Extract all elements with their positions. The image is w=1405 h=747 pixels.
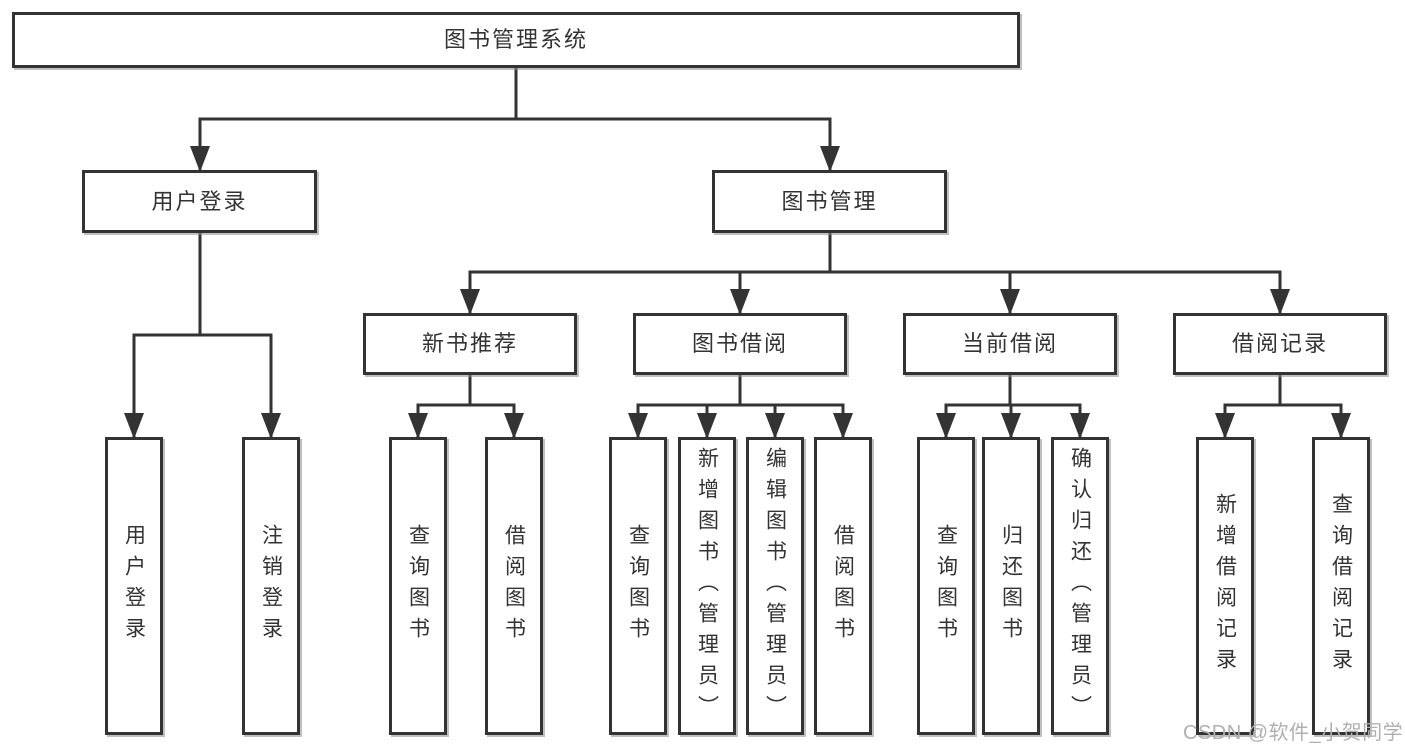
arrowheads xyxy=(124,146,1351,439)
branch-node-book-management: 图书管理 xyxy=(712,170,947,233)
leaf-node-borrow-add-books-admin: 新增图书（管理员） xyxy=(678,437,736,735)
leaf-node-record-query-borrow-record: 查询借阅记录 xyxy=(1312,437,1370,735)
leaf-node-current-return-books-label: 归还图书 xyxy=(999,524,1023,648)
module-node-book-borrow: 图书借阅 xyxy=(633,313,847,375)
leaf-node-record-query-borrow-record-label: 查询借阅记录 xyxy=(1329,493,1353,679)
branch-node-user-login-label: 用户登录 xyxy=(151,188,248,214)
leaf-node-newbook-borrow-books-label: 借阅图书 xyxy=(502,524,526,648)
leaf-node-borrow-edit-books-admin-label: 编辑图书（管理员） xyxy=(763,446,787,726)
leaf-node-current-return-books: 归还图书 xyxy=(982,437,1040,735)
root-node-label: 图书管理系统 xyxy=(443,27,588,52)
module-node-new-book-recommend: 新书推荐 xyxy=(363,313,577,375)
leaf-node-user-login-label: 用户登录 xyxy=(122,524,146,648)
module-node-book-borrow-label: 图书借阅 xyxy=(691,331,788,356)
leaf-node-record-add-borrow-record-label: 新增借阅记录 xyxy=(1213,493,1237,679)
module-node-borrow-record: 借阅记录 xyxy=(1173,313,1387,375)
csdn-watermark: CSDN @软件_小贺同学 xyxy=(1183,722,1404,744)
root-node-system: 图书管理系统 xyxy=(12,12,1020,68)
module-node-new-book-recommend-label: 新书推荐 xyxy=(421,331,518,356)
connector-strokes xyxy=(132,68,1343,439)
leaf-node-newbook-query-books: 查询图书 xyxy=(389,437,447,735)
leaf-node-logout-label: 注销登录 xyxy=(259,524,283,648)
branch-node-book-management-label: 图书管理 xyxy=(781,188,878,214)
leaf-node-newbook-query-books-label: 查询图书 xyxy=(406,524,430,648)
module-node-borrow-record-label: 借阅记录 xyxy=(1231,331,1328,356)
leaf-node-borrow-query-books-label: 查询图书 xyxy=(626,524,650,648)
leaf-node-borrow-borrow-books: 借阅图书 xyxy=(814,437,872,735)
leaf-node-current-query-books-label: 查询图书 xyxy=(934,524,958,648)
module-node-current-borrow: 当前借阅 xyxy=(903,313,1117,375)
leaf-node-current-confirm-return-admin-label: 确认归还（管理员） xyxy=(1068,446,1092,726)
leaf-node-record-add-borrow-record: 新增借阅记录 xyxy=(1196,437,1254,735)
leaf-node-logout: 注销登录 xyxy=(242,437,300,735)
branch-node-user-login: 用户登录 xyxy=(82,170,317,233)
leaf-node-borrow-borrow-books-label: 借阅图书 xyxy=(831,524,855,648)
leaf-node-borrow-query-books: 查询图书 xyxy=(609,437,667,735)
leaf-node-newbook-borrow-books: 借阅图书 xyxy=(485,437,543,735)
leaf-node-current-confirm-return-admin: 确认归还（管理员） xyxy=(1051,437,1109,735)
leaf-node-user-login: 用户登录 xyxy=(105,437,163,735)
module-node-current-borrow-label: 当前借阅 xyxy=(961,331,1058,356)
leaf-node-borrow-add-books-admin-label: 新增图书（管理员） xyxy=(695,446,719,726)
leaf-node-borrow-edit-books-admin: 编辑图书（管理员） xyxy=(746,437,804,735)
leaf-node-current-query-books: 查询图书 xyxy=(917,437,975,735)
